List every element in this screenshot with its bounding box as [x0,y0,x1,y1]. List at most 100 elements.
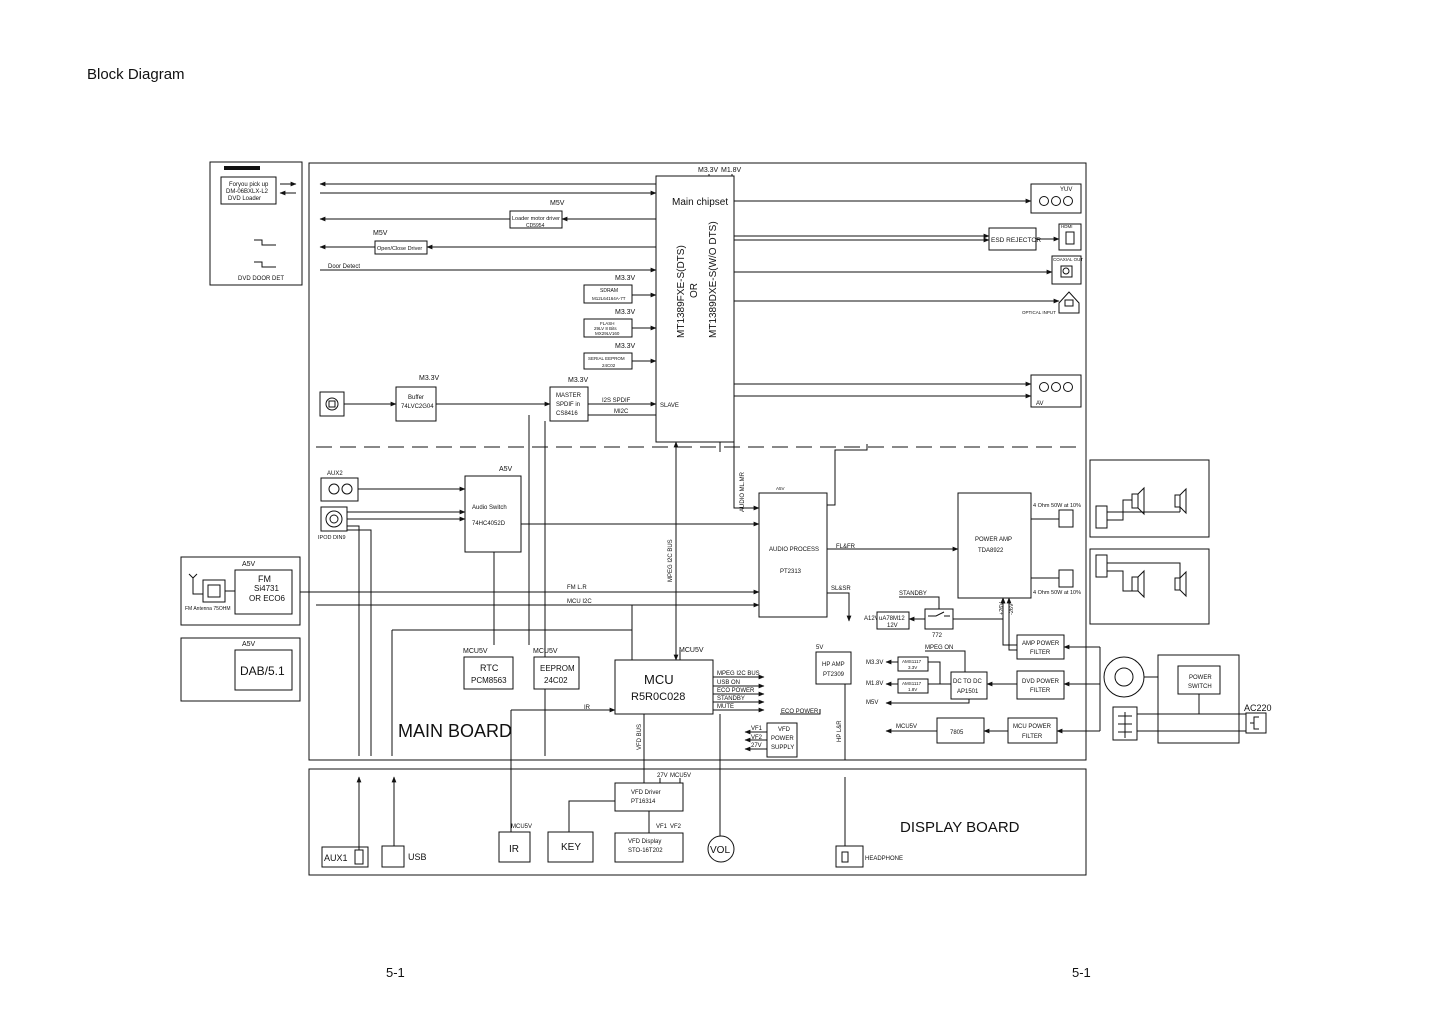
buffer-power: M3.3V [419,375,440,382]
vfd-vf2-label: VF2 [670,824,682,830]
chipset-part-2: MT1389DXE-S(W/O DTS) [708,221,719,338]
door-switch-icon-2 [254,261,276,268]
a12v-label: A12V [864,616,879,622]
open-close-label: Open/Close Driver [377,246,422,252]
speaker-2-connector [1058,569,1074,588]
audio-switch-block [464,475,522,553]
power-amp-group: POWER AMP TDA8922 4 Ohm 50W at 10% 4 Ohm… [957,492,1081,599]
vfd-driver-label: VFD Driver [631,790,661,796]
ams1117-3v3-voltage: 3.3V [908,665,917,670]
ir-power-label: MCU5V [511,824,532,830]
audio-switch-group: A5V Audio Switch 74HC4052D [464,466,760,645]
loader-motor-part: CD5954 [526,223,545,229]
mi2c-label: MI2C [614,409,629,415]
display-board-label: DISPLAY BOARD [900,819,1020,836]
audio-process-part: PT2313 [780,569,802,575]
speaker-box-2-outline [1089,548,1210,625]
eeprom-block [533,656,580,690]
main-board-label: MAIN BOARD [398,721,512,741]
audio-switch-label: Audio Switch [472,505,507,511]
ir-receiver-block [498,831,531,863]
page-title: Block Diagram [87,66,185,83]
pickup-label-3: DVD Loader [228,196,261,202]
sdram-power: M3.3V [615,275,636,282]
pickup-label-2: DM-06BXLX-L2 [226,189,269,195]
chipset-or: OR [689,283,700,298]
vfd-display-part: STO-16T202 [628,848,663,854]
open-close-driver-group: M5V Open/Close Driver [319,230,656,255]
sdram-group: M3.3V SDRAM M12L64164A-7T [583,275,657,304]
headphone-label: HEADPHONE [865,856,903,862]
headphone-jack [835,845,864,868]
loader-motor-power: M5V [550,200,565,207]
loader-motor-label: Loader motor driver [512,216,560,222]
key-block [547,831,594,863]
eeprom-group: MCU5V EEPROM 24C02 [533,648,580,690]
chipset-power-3v3: M3.3V [698,167,719,174]
mcu-block [614,659,714,715]
optical-input-label: OPTICAL INPUT [1022,310,1056,315]
spdif-in-label: SPDIF in [556,402,580,408]
flash-bits: 29LV 8 Bits [594,326,617,331]
audio-ml-mr-label: AUDIO ML.MR [740,471,746,512]
ac220-inlet [1245,712,1267,734]
display-27v-label: 27V [657,773,668,779]
yuv-output-jack [1030,183,1082,214]
antenna-label: FM Antenna 75OHM [185,606,231,612]
display-board-outline [308,768,1087,876]
dab-group: A5V DAB/5.1 [180,637,301,702]
av-output-jack [1030,374,1082,408]
serial-eeprom-part: 24C02 [602,363,616,368]
yuv-output-group: YUV [734,183,1082,214]
speaker-1-spec: 4 Ohm 50W at 10% [1033,503,1081,509]
volume-label: VOL [710,845,730,856]
audio-process-block [758,492,828,618]
speaker-1-connector [1058,509,1074,528]
vfd-power-27v: 27V [751,743,762,749]
speaker-box-2-terminal [1095,554,1108,578]
coaxial-output-group: COAXIAL OUT [734,255,1083,285]
ir-receiver-label: IR [509,844,519,855]
esd-rejector-label: ESD REJECTOR [991,237,1041,244]
vfd-vf1-label: VF1 [656,824,668,830]
mcu-group: MCU5V MCU R5R0C028 MPEG I2C BUS USB ON E… [511,647,765,760]
mpeg-on-label: MPEG ON [925,645,953,651]
hp-amp-part: PT2309 [823,672,845,678]
standby-relay-part: 772 [932,633,943,639]
flash-power: M3.3V [615,309,636,316]
aux1-label: AUX1 [324,853,348,863]
vfd-driver-part: PT16314 [631,799,656,805]
rtc-group: MCU5V RTC PCM8563 [463,648,514,690]
page-number-right: 5-1 [1072,965,1091,980]
vfd-power-supply-block [766,722,798,758]
flash-label: FLASH [600,321,615,326]
toroid-transformer-icon [1103,656,1145,698]
m33v-label: M3.3V [866,660,883,666]
antenna-connector [202,579,226,603]
serial-eeprom-group: M3.3V SERIAL EEPROM 24C02 [583,343,657,370]
fm-part: Si4731 [254,584,279,593]
pickup-block [220,176,277,205]
hdmi-label: HDMI [1061,224,1073,229]
serial-eeprom-label: SERIAL EEPROM [588,356,625,361]
ir-signal-label: IR [584,705,591,711]
hp-amp-label: HP AMP [822,662,845,668]
mcu-filter-label-2: FILTER [1022,734,1043,740]
speaker-box-1-outline [1089,459,1210,538]
mcu-signal-mpeg-i2c: MPEG I2C BUS [717,671,760,677]
reg12-voltage: 12V [887,623,898,629]
door-det-label: DVD DOOR DET [238,276,284,282]
standby-relay-group: STANDBY 772 A12V uA78M12 12V +26V -26V [864,591,1017,651]
pickup-label-1: Foryou pick up [229,182,269,188]
antenna-icon [188,573,203,595]
chipset-slave-label: SLAVE [660,403,679,409]
ipod-group: IPOD DIN9 [318,506,466,756]
mcu-signal-standby: STANDBY [717,696,745,702]
amp-power-filter-block [1016,634,1065,660]
dab-power: A5V [242,641,256,648]
mcu-part: R5R0C028 [631,691,685,703]
chipset-part-1: MT1389FXE-S(DTS) [676,245,687,338]
hdmi-output-group: ESD REJECTOR HDMI [734,223,1082,251]
fl-fr-label: FL&FR [836,544,856,550]
reg7805-block [936,717,985,744]
